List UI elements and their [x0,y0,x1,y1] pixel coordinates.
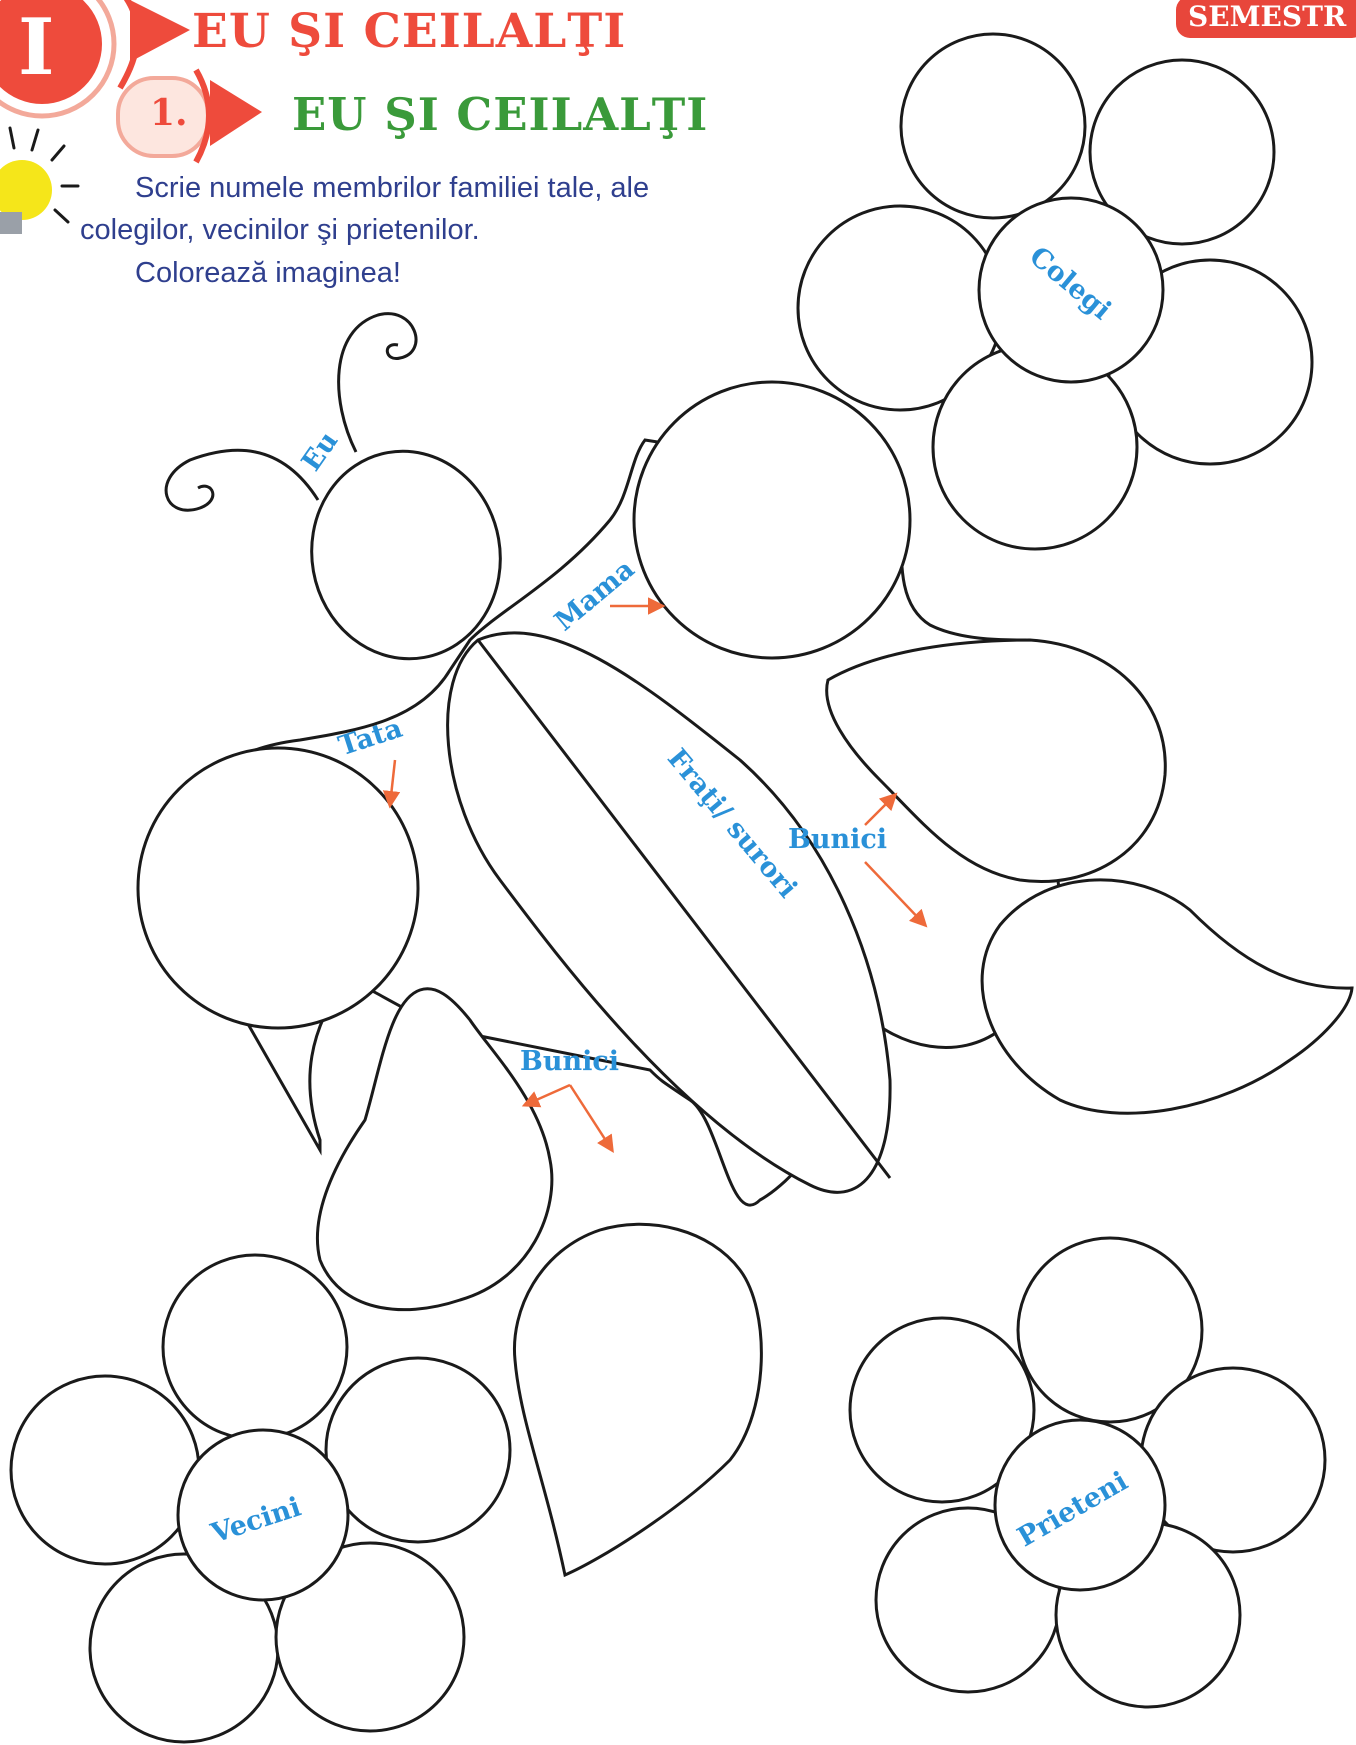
mama-circle [634,382,910,658]
bunici-leaf-bottom [514,1224,761,1575]
chapter-title: EU ŞI CEILALŢI [192,4,626,59]
lesson-badge [118,70,262,162]
label-bunici-left: Bunici [520,1046,619,1077]
lesson-number: 1. [150,92,188,134]
instruction-line-3: Colorează imaginea! [135,257,401,290]
lesson-title: EU ŞI CEILALŢI [292,88,708,141]
instruction-line-1: Scrie numele membrilor familiei tale, al… [135,172,649,205]
antenna-right [339,314,416,452]
flower-vecini [11,1255,510,1742]
chapter-arrow-icon [130,0,190,62]
flower-prieteni [850,1238,1325,1707]
bunici-leaf-lower-right [982,880,1352,1113]
label-bunici-right: Bunici [788,824,887,855]
semester-badge: SEMESTR [1176,0,1356,38]
light-bulb-icon [0,128,78,234]
instruction-line-2: colegilor, vecinilor şi prietenilor. [80,214,480,247]
chapter-number: I [18,2,55,93]
tata-circle [138,748,418,1028]
